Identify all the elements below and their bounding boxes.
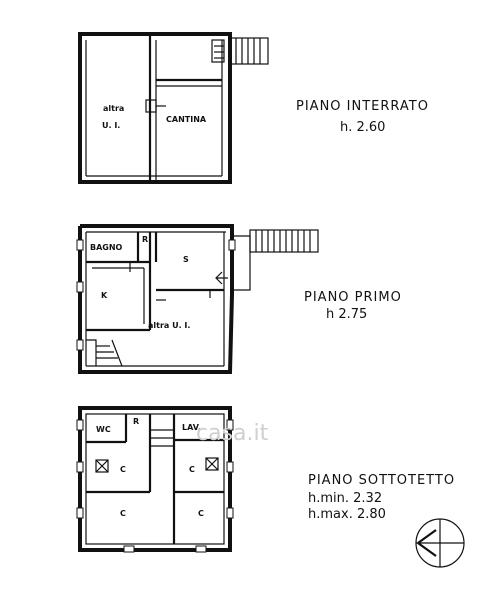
room-label-ui: U. I.: [102, 121, 120, 130]
attic-plan: WC R LAV. C C C C: [76, 406, 234, 553]
attic-windows: [76, 419, 234, 553]
room-label-bagno: BAGNO: [90, 243, 123, 252]
room-label-c1: C: [120, 465, 126, 474]
basement-stair-run: [229, 37, 269, 65]
room-label-c4: C: [198, 509, 204, 518]
floor-title-interrato: PIANO INTERRATO: [296, 99, 429, 114]
room-label-c2: C: [189, 465, 195, 474]
room-label-k: K: [101, 291, 108, 300]
room-label-cantina: CANTINA: [166, 115, 207, 124]
attic-skylight-right: [205, 457, 219, 471]
first-floor-plan: BAGNO R S K altra U. I.: [76, 224, 319, 374]
room-label-s: S: [183, 255, 189, 264]
basement-stair: [211, 37, 269, 65]
room-label-wc: WC: [96, 425, 111, 434]
floor-title-primo: PIANO PRIMO: [304, 290, 402, 305]
floor-height-max: h.max. 2.80: [308, 507, 386, 522]
room-label-altra: altra: [103, 104, 124, 113]
first-floor-windows: [76, 239, 236, 351]
first-floor-outer-stair: [215, 229, 319, 291]
basement-outer-wall: [78, 32, 232, 184]
room-label-attic-r: R: [133, 417, 139, 426]
room-label-lav: LAV.: [182, 423, 201, 432]
basement-stair-landing: [211, 39, 225, 63]
floor-height-primo: h 2.75: [326, 307, 367, 322]
outer-stair-run: [249, 229, 319, 253]
first-floor-inner-stair: [86, 339, 123, 367]
floor-height-min: h.min. 2.32: [308, 491, 382, 506]
attic-outer-wall: [78, 406, 232, 552]
floor-height-interrato: h. 2.60: [340, 120, 385, 135]
room-label-c3: C: [120, 509, 126, 518]
attic-skylight-left: [95, 459, 109, 473]
north-compass-icon: [415, 518, 465, 568]
watermark: casa.it: [196, 421, 269, 446]
entrance-arrow-icon: [215, 271, 228, 285]
room-label-r: R: [142, 235, 148, 244]
floor-title-sottotetto: PIANO SOTTOTETTO: [308, 473, 455, 488]
basement-plan: altra U. I. CANTINA: [78, 32, 269, 184]
room-label-altra-ui: altra U. I.: [148, 321, 190, 330]
